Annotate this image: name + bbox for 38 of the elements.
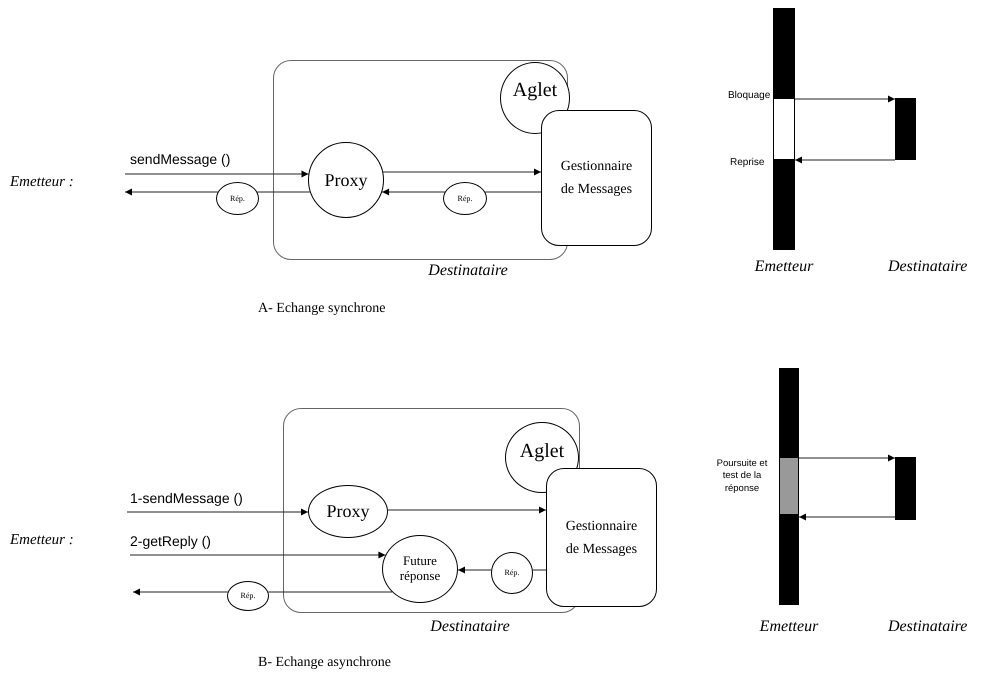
edge-label: 2-getReply ()	[130, 533, 211, 549]
actor-label: Emetteur :	[10, 532, 74, 549]
figure-caption: B- Echange asynchrone	[258, 655, 391, 671]
arrow	[126, 508, 308, 516]
node-label: Proxy	[324, 170, 368, 190]
arrow	[382, 188, 446, 196]
actor-label: Destinataire	[888, 618, 968, 636]
arrow	[458, 566, 492, 574]
node-label: Rép.	[458, 194, 472, 204]
arrow	[382, 168, 542, 176]
actor-label: Emetteur :	[10, 174, 74, 191]
node-label: Rép.	[240, 591, 256, 601]
actor-label: Destinataire	[888, 258, 968, 276]
arrow	[124, 188, 218, 196]
node-label: Aglet	[520, 440, 564, 463]
arrow	[132, 588, 228, 596]
node-label: Rép.	[230, 194, 245, 204]
arrow	[798, 514, 896, 520]
state-label: Poursuite et test de la réponse	[716, 458, 768, 496]
node-label: Destinataire	[429, 618, 511, 636]
figure-caption: A- Echange synchrone	[258, 301, 386, 317]
node-label: Destinataire	[427, 262, 509, 280]
node-label: Future réponse	[398, 554, 442, 584]
edge-label: 1-sendMessage ()	[130, 490, 243, 506]
arrow	[387, 506, 546, 514]
arrow	[124, 170, 309, 178]
node-label: Gestionnaire de Messages	[560, 158, 634, 199]
node-label: Emetteur	[758, 618, 820, 636]
node-label: Rép.	[504, 568, 520, 578]
node-label: Proxy	[326, 501, 370, 522]
arrow	[794, 96, 896, 102]
arrow	[130, 552, 386, 558]
edge-label: sendMessage ()	[130, 151, 230, 167]
node-label: Gestionnaire de Messages	[564, 518, 638, 558]
arrow	[798, 454, 896, 462]
node-label: Aglet	[512, 78, 558, 102]
arrow	[794, 156, 896, 164]
node-label: Emetteur	[754, 258, 814, 276]
